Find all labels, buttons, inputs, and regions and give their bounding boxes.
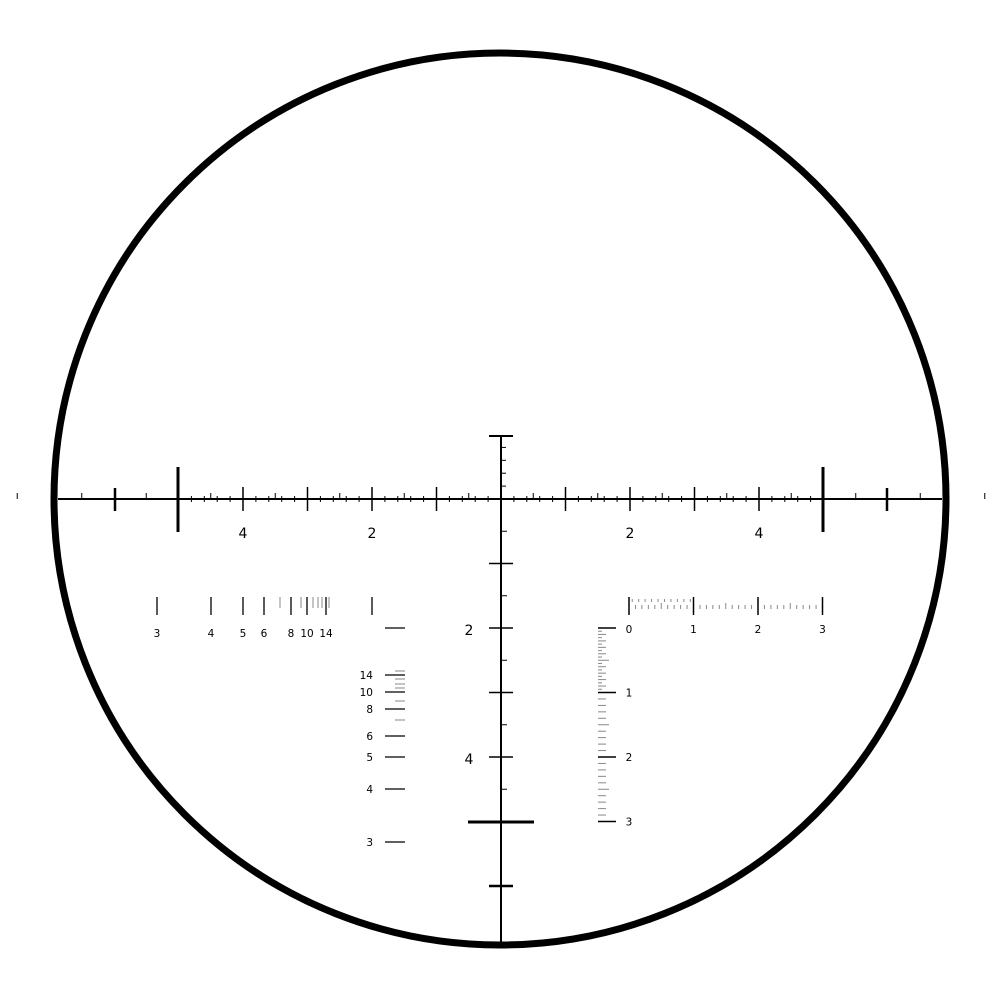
horizontal-label: 2 [368,526,377,542]
range-label: 6 [366,731,373,743]
ruler-label: 1 [690,624,697,636]
range-label: 8 [288,628,295,640]
horizontal-label: 4 [755,526,764,542]
vertical-label: 4 [465,752,474,768]
ruler-label: 2 [755,624,762,636]
range-label: 10 [300,628,313,640]
range-label: 14 [360,670,374,682]
range-label: 4 [366,784,373,796]
horizontal-label: 2 [626,526,635,542]
ruler-label: 0 [626,624,633,636]
reticle-marks: 4 2 2 4 2 4 3 4 5 6 8 10 14 14 10 8 6 5 4 3 0 1 2 3 1 2 3 [16,435,986,942]
range-label: 8 [366,704,373,716]
ruler-label: 3 [626,817,633,829]
scope-ring [50,49,950,949]
range-label: 10 [360,687,373,699]
range-label: 6 [261,628,268,640]
range-label: 3 [366,837,373,849]
ruler-label: 1 [626,688,633,700]
range-label: 3 [154,628,161,640]
horizontal-label: 4 [239,526,248,542]
range-label: 5 [240,628,247,640]
ruler-label: 2 [626,752,633,764]
ruler-label: 3 [819,624,826,636]
range-label: 5 [366,752,373,764]
vertical-label: 2 [465,623,474,639]
range-label: 4 [208,628,215,640]
range-label: 14 [319,628,333,640]
